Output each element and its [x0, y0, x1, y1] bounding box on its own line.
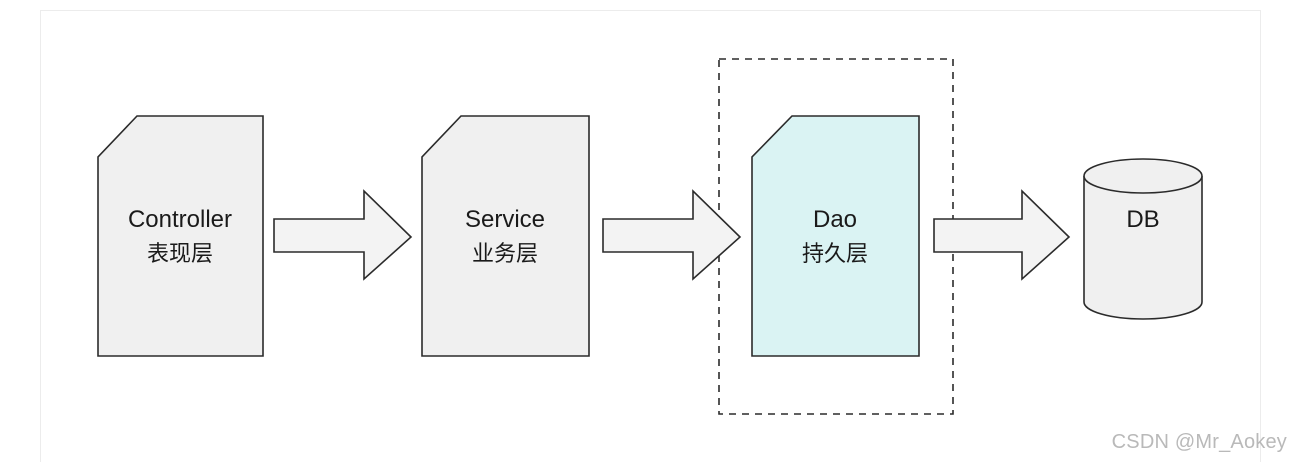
dao-doc-shape: [751, 115, 920, 357]
dao-subtitle: 持久层: [802, 242, 868, 267]
db-cylinder-body: [1083, 176, 1203, 320]
controller-node: Controller 表现层: [97, 115, 264, 357]
dao-title: Dao: [813, 206, 857, 233]
controller-doc-shape: [97, 115, 264, 357]
arrow-controller-to-service: [273, 189, 413, 281]
controller-subtitle: 表现层: [147, 242, 213, 267]
db-title: DB: [1126, 206, 1159, 233]
service-subtitle: 业务层: [472, 242, 538, 267]
arrow-service-to-dao: [602, 189, 742, 281]
dao-node: Dao 持久层: [751, 115, 920, 357]
service-doc-shape: [421, 115, 590, 357]
db-node: DB: [1083, 158, 1203, 320]
controller-title: Controller: [128, 206, 232, 233]
service-title: Service: [465, 206, 545, 233]
db-cylinder-top: [1083, 158, 1203, 194]
dao-highlight-box: [718, 58, 954, 415]
service-node: Service 业务层: [421, 115, 590, 357]
arrow-dao-to-db: [933, 189, 1071, 281]
csdn-watermark: CSDN @Mr_Aokey: [1111, 431, 1287, 453]
